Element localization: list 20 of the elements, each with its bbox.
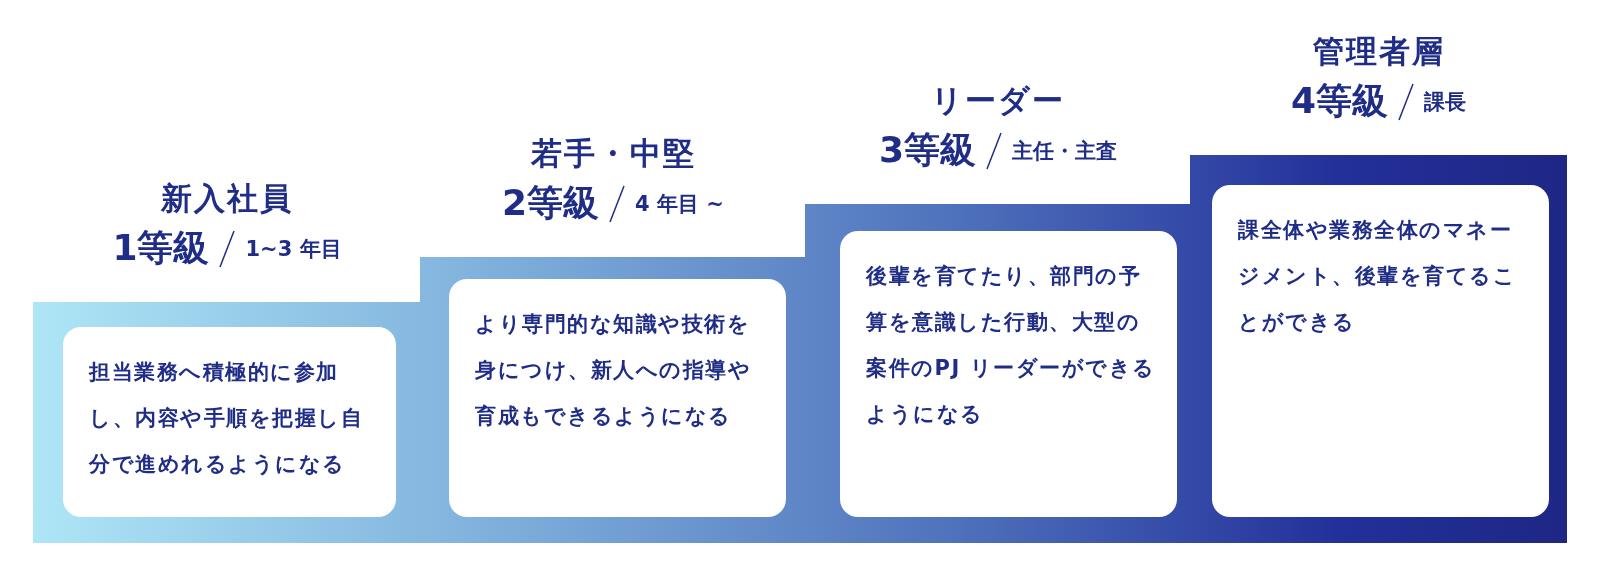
description-card [449,279,786,517]
step-title: リーダー [931,82,1065,118]
step-title: 若手・中堅 [530,135,696,171]
description-text: 後輩を育てたり、部門の予算を意識した行動、大型の案件のPJ リーダーができるようになる [866,263,1157,428]
description-text: 課全体や業務全体のマネージメント、後輩を育てることができる [1238,217,1517,336]
description-card [63,327,396,517]
step-title: 新入社員 [161,180,293,216]
grade-detail: 主任・主査 [1012,137,1118,165]
grade-detail: 1~3 年目 [245,235,342,263]
description-text: 担当業務へ積極的に参加し、内容や手順を把握し自分で進めれるようになる [89,359,364,478]
grade-label: 3等級 [878,128,977,172]
grade-label: 1等級 [112,226,210,270]
grade-detail: 課長 [1424,88,1467,116]
description-card [840,231,1177,517]
grade-label: 4等級 [1290,79,1389,123]
step-title: 管理者層 [1312,33,1445,69]
grade-detail: 4 年目 ~ [635,190,724,218]
description-card [1212,185,1549,517]
description-text: より専門的な知識や技術を身につけ、新人への指導や育成もできるようになる [475,311,752,430]
grade-label: 2等級 [502,181,600,225]
